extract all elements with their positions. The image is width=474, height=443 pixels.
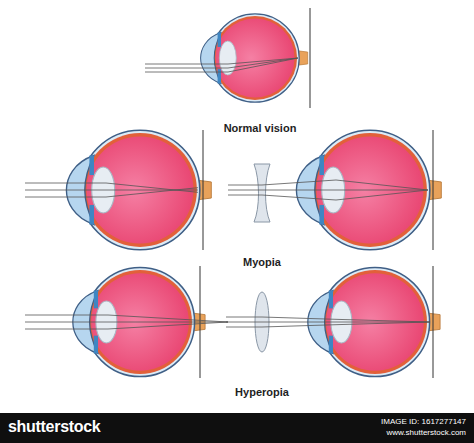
caption-label: Hyperopia (235, 386, 289, 398)
watermark-url: www.shutterstock.com (386, 428, 466, 437)
caption-label: Normal vision (224, 122, 297, 134)
caption-label: Myopia (243, 256, 281, 268)
watermark-logo: shutterstock (8, 418, 100, 436)
image-id: IMAGE ID: 1617277147 (381, 417, 466, 426)
